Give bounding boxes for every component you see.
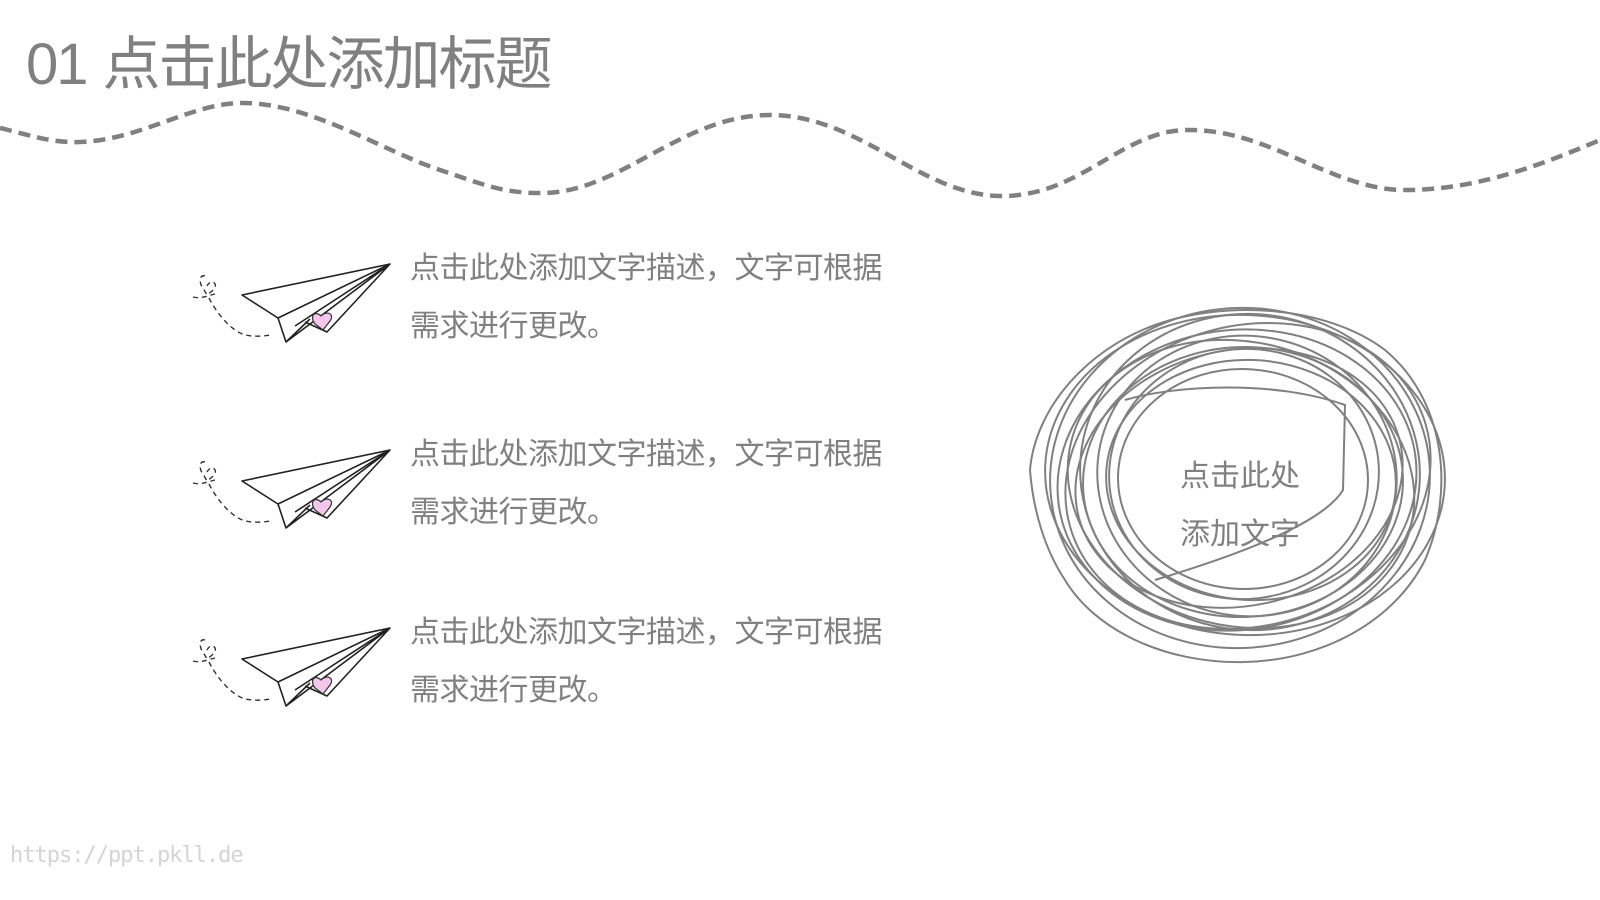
paper-plane-heart-icon bbox=[192, 449, 391, 529]
description-line-1: 点击此处添加文字描述，文字可根据 bbox=[410, 615, 883, 650]
circle-label-line-2: 添加文字 bbox=[1180, 517, 1300, 552]
item-description[interactable]: 点击此处添加文字描述，文字可根据 需求进行更改。 bbox=[410, 426, 950, 542]
dashed-wave-divider bbox=[0, 100, 1600, 199]
description-line-2: 需求进行更改。 bbox=[410, 673, 617, 708]
description-line-1: 点击此处添加文字描述，文字可根据 bbox=[410, 251, 883, 286]
item-description[interactable]: 点击此处添加文字描述，文字可根据 需求进行更改。 bbox=[410, 240, 950, 356]
description-line-2: 需求进行更改。 bbox=[410, 495, 617, 530]
description-line-1: 点击此处添加文字描述，文字可根据 bbox=[410, 437, 883, 472]
circle-label-line-1: 点击此处 bbox=[1180, 459, 1300, 494]
title-text: 点击此处添加标题 bbox=[102, 30, 553, 98]
item-description[interactable]: 点击此处添加文字描述，文字可根据 需求进行更改。 bbox=[410, 604, 950, 720]
list-item: 点击此处添加文字描述，文字可根据 需求进行更改。 bbox=[185, 240, 965, 360]
description-line-2: 需求进行更改。 bbox=[410, 309, 617, 344]
circle-label[interactable]: 点击此处 添加文字 bbox=[1160, 448, 1320, 564]
list-item: 点击此处添加文字描述，文字可根据 需求进行更改。 bbox=[185, 426, 965, 546]
scribble-circle-graphic bbox=[1028, 306, 1446, 664]
paper-plane-heart-icon bbox=[192, 263, 391, 343]
title-number: 01 bbox=[26, 32, 88, 97]
list-item: 点击此处添加文字描述，文字可根据 需求进行更改。 bbox=[185, 604, 965, 724]
watermark-url: https://ppt.pkll.de bbox=[10, 843, 244, 868]
paper-plane-heart-icon bbox=[192, 627, 391, 707]
